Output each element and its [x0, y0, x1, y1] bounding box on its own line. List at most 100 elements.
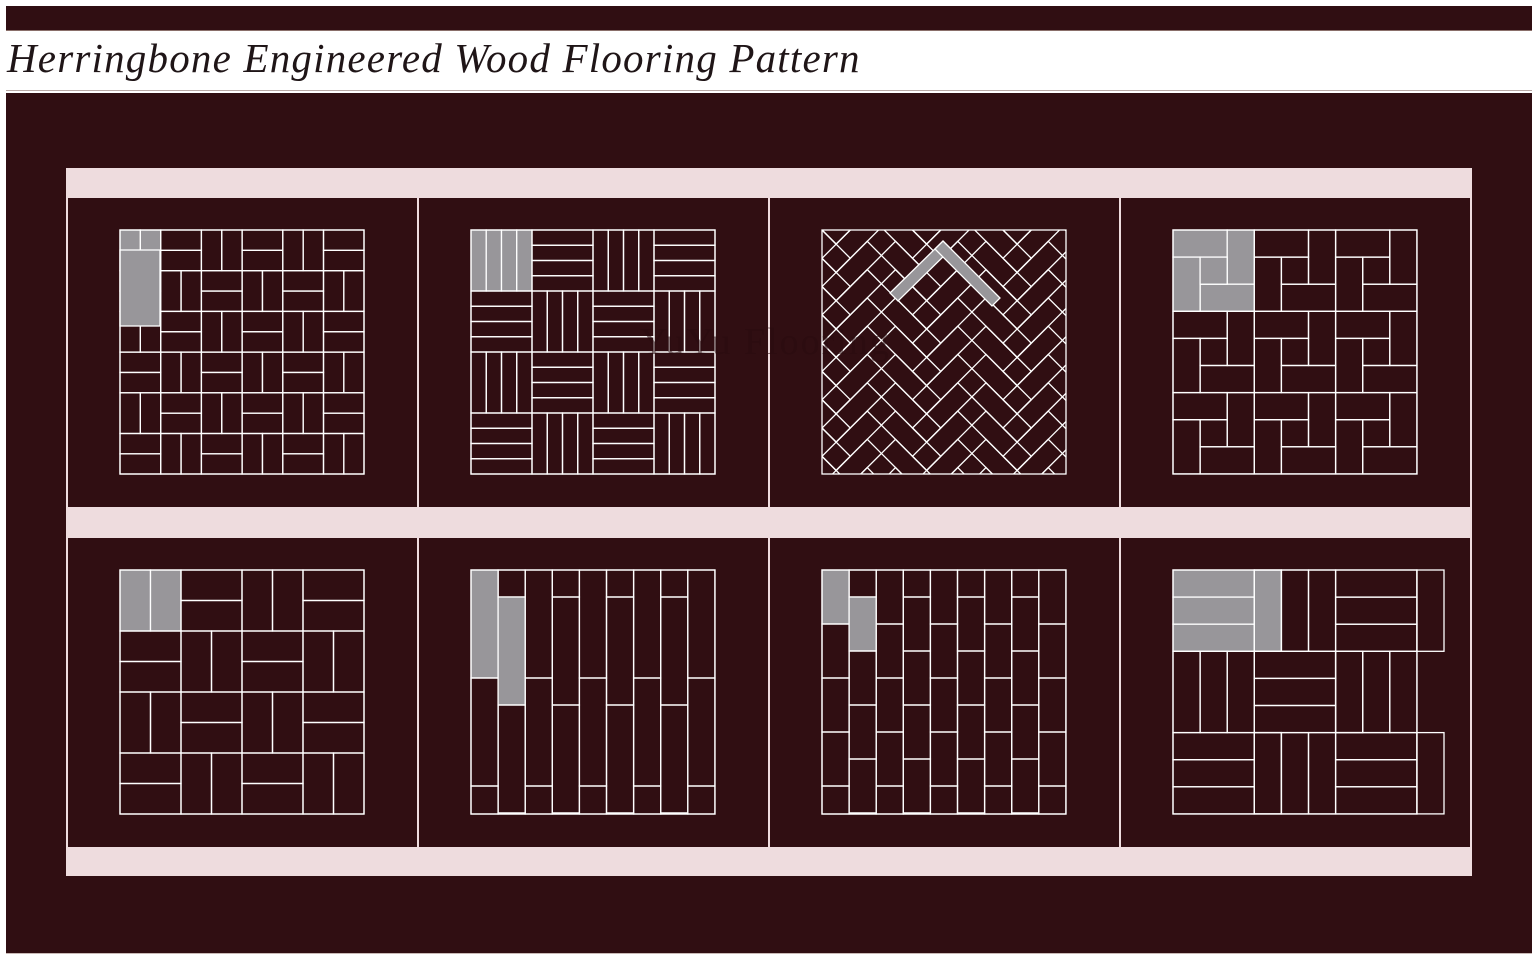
- plank: [1093, 198, 1119, 244]
- pattern-tile-diagonal-herringbone: [770, 198, 1119, 507]
- plank: [180, 569, 243, 602]
- plank: [956, 569, 986, 598]
- plank: [929, 677, 959, 733]
- plank: [210, 630, 243, 693]
- plank: [1093, 326, 1119, 385]
- pattern-drawing: [470, 569, 716, 815]
- plank: [470, 677, 499, 787]
- plank: [1334, 419, 1364, 475]
- plank: [282, 432, 325, 455]
- plank: [1011, 650, 1040, 706]
- plank: [322, 432, 345, 475]
- plank: [902, 569, 932, 598]
- plank: [1416, 569, 1445, 652]
- plank: [1280, 337, 1310, 367]
- plank: [1172, 256, 1201, 312]
- plank: [1011, 596, 1040, 652]
- plank: [660, 569, 689, 598]
- plank: [653, 397, 716, 414]
- plank: [1172, 337, 1201, 394]
- plank: [1172, 596, 1255, 625]
- plank: [660, 704, 689, 814]
- plank: [149, 691, 182, 754]
- plank: [302, 691, 365, 724]
- plank: [1172, 391, 1228, 421]
- plank: [1253, 677, 1337, 707]
- plank: [524, 785, 553, 815]
- plank: [653, 275, 716, 292]
- plank: [653, 244, 716, 262]
- plank: [241, 351, 264, 394]
- plank: [875, 677, 904, 733]
- plank: [241, 752, 304, 785]
- plank: [699, 412, 716, 475]
- plank: [578, 785, 608, 815]
- plank: [1334, 596, 1418, 625]
- plank: [500, 229, 518, 292]
- plank: [1093, 383, 1119, 442]
- plank: [470, 351, 487, 414]
- pattern-frame: [1172, 569, 1418, 815]
- plank: [638, 229, 655, 292]
- plank: [848, 650, 877, 706]
- plank: [302, 310, 325, 353]
- plank: [1172, 786, 1255, 815]
- plank: [470, 458, 533, 475]
- plank: [1334, 759, 1418, 788]
- plank: [343, 432, 365, 475]
- plank: [956, 704, 986, 760]
- plank: [531, 244, 594, 262]
- plank: [592, 442, 655, 460]
- plank: [322, 392, 365, 414]
- plank: [1253, 256, 1283, 312]
- plank: [160, 412, 203, 435]
- plank: [978, 466, 994, 474]
- plank: [821, 731, 850, 787]
- plank: [1093, 439, 1119, 498]
- plank: [607, 351, 625, 414]
- pattern-frame: [119, 569, 365, 815]
- plank: [592, 351, 609, 414]
- plank: [241, 691, 274, 754]
- pattern-tile-stepped-vertical-planks: [770, 538, 1119, 847]
- plank: [1334, 650, 1364, 734]
- plank: [770, 198, 791, 216]
- plank: [497, 704, 526, 814]
- plank: [1002, 230, 1033, 246]
- plank: [1280, 256, 1310, 285]
- plank: [1093, 213, 1119, 272]
- plank: [524, 677, 553, 787]
- plank: [983, 785, 1013, 815]
- plank: [972, 198, 1031, 216]
- plank: [912, 496, 971, 507]
- plank: [221, 229, 243, 272]
- plank: [911, 230, 942, 246]
- plank: [1172, 623, 1255, 652]
- highlight-plank: [934, 240, 1001, 307]
- plank: [902, 596, 932, 652]
- plank: [1253, 310, 1310, 340]
- plank: [1226, 310, 1255, 367]
- plank: [632, 785, 662, 815]
- plank: [302, 569, 365, 602]
- plank: [516, 229, 533, 292]
- plank: [1334, 650, 1364, 734]
- plank: [911, 230, 942, 246]
- plank: [875, 623, 904, 679]
- plank: [687, 785, 716, 815]
- plank: [1172, 731, 1255, 761]
- plank: [1093, 411, 1119, 470]
- plank: [1226, 391, 1255, 448]
- plank: [551, 596, 581, 706]
- pattern-frame: [821, 569, 1067, 815]
- plank: [1061, 448, 1066, 458]
- plank: [516, 351, 533, 414]
- plank: [470, 427, 533, 445]
- plank: [1307, 310, 1337, 367]
- plank: [1061, 364, 1066, 374]
- plank: [1389, 650, 1418, 734]
- plank: [180, 432, 203, 475]
- plank: [302, 630, 335, 693]
- plank: [1389, 391, 1418, 448]
- plank: [241, 310, 284, 333]
